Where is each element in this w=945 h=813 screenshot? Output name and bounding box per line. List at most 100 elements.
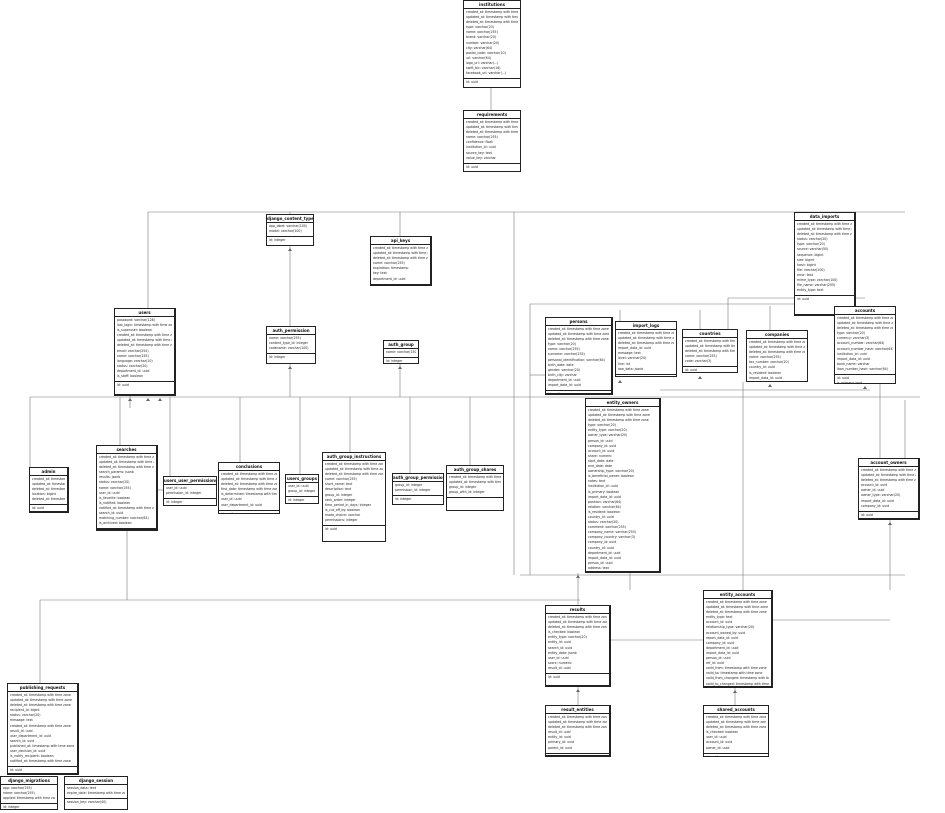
field-row: city: varchar(64) bbox=[466, 45, 493, 50]
field-row: message: text bbox=[10, 718, 33, 723]
field-row: import_data_id: uuid bbox=[548, 383, 581, 388]
field-row: deleted_at: timestamp with time zone bbox=[99, 465, 154, 470]
field-row: search_id: uuid bbox=[10, 738, 35, 743]
field-row: matching_number: varchar(64) bbox=[99, 516, 149, 521]
field-row: country_id: uuid bbox=[749, 365, 775, 370]
field-row: swift_bic: varchar(16) bbox=[466, 66, 501, 71]
field-row: deleted_at: timestamp with time zone bbox=[618, 341, 674, 346]
pk-row: id: uuid bbox=[861, 512, 873, 517]
field-row: status: varchar(20) bbox=[588, 520, 619, 525]
field-row: company_id: uuid bbox=[706, 640, 735, 645]
field-row: deleted_at: timestamp with time zone bbox=[797, 232, 852, 237]
field-row: is_resident: boolean bbox=[588, 509, 620, 514]
pk-row: id: uuid bbox=[221, 511, 233, 514]
field-row: account_owned_by: uuid bbox=[706, 630, 746, 635]
field-row: institution_id: uuid bbox=[466, 145, 496, 150]
field-row: deleted_at: timestamp with time zone bbox=[10, 703, 71, 708]
field-row: relation: varchar(64) bbox=[588, 504, 621, 509]
field-row: account_number: varchar(64) bbox=[837, 341, 885, 346]
pk-row: id: uuid bbox=[117, 383, 129, 388]
field-row: search_id: uuid bbox=[99, 511, 124, 516]
field-row: is_archived: boolean bbox=[99, 521, 132, 526]
entity-primary-key: id: uuid bbox=[97, 529, 156, 531]
pk-row: id: integer bbox=[269, 238, 286, 243]
entity-primary-key: id: uuid bbox=[115, 382, 174, 389]
field-row: person_id: uuid bbox=[588, 438, 613, 443]
field-row: facebook_url: varchar(...) bbox=[466, 71, 507, 76]
relation-arrowhead bbox=[288, 248, 292, 251]
field-row: created_at: timestamp with time zone bbox=[685, 339, 735, 343]
field-row: department_id: uuid bbox=[373, 276, 406, 281]
field-row: entity_type: text bbox=[797, 288, 824, 293]
entity-primary-key: id: uuid bbox=[323, 526, 385, 533]
entity-fields: name: varchar(255)content_type_id: integ… bbox=[267, 335, 315, 355]
entity-fields: created_at: timestamp with time zoneupda… bbox=[683, 338, 737, 368]
field-row: bank_name: varchar bbox=[837, 361, 870, 366]
field-row: deleted_at: timestamp with time zone bbox=[32, 487, 65, 492]
field-row: personal_identification: varchar(64) bbox=[548, 357, 605, 362]
field-row: updated_at: timestamp with time zone bbox=[325, 467, 383, 472]
field-row: import_data_id: uuid bbox=[618, 346, 651, 351]
field-row: file_name: varchar(255) bbox=[797, 283, 836, 288]
field-row: recipient_id: bigint bbox=[10, 708, 40, 713]
field-row: created_at: timestamp with time zone bbox=[706, 600, 767, 604]
entity-title: django_migrations bbox=[1, 777, 57, 785]
field-row: email: varchar(254) bbox=[117, 348, 149, 353]
entity-primary-key: id: integer bbox=[286, 497, 318, 503]
pk-row: id: uuid bbox=[837, 376, 849, 381]
entity-title: import_logs bbox=[616, 322, 676, 330]
field-row: type: varchar(20) bbox=[466, 25, 494, 30]
field-row: content_type_id: integer bbox=[269, 341, 308, 346]
field-row: app: varchar(255) bbox=[3, 786, 32, 790]
field-row: deleted_at: timestamp with time zone bbox=[32, 497, 65, 502]
field-row: user_decision_id: uuid bbox=[10, 749, 46, 754]
field-row: deleted_at: timestamp with time zone bbox=[749, 350, 805, 355]
field-row: number: varchar(20) bbox=[466, 40, 500, 45]
field-row: is_staff: boolean bbox=[117, 374, 144, 379]
field-row: created_at: timestamp with time zone bbox=[10, 723, 71, 728]
field-row: deleted_at: timestamp with time zone bbox=[588, 418, 649, 423]
field-row: key: text bbox=[373, 271, 387, 276]
entity-primary-key: id: uuid bbox=[546, 754, 609, 756]
entity-title: shared_accounts bbox=[704, 706, 768, 714]
field-row: department_id: uuid bbox=[588, 550, 621, 555]
field-row: name: varchar(255) bbox=[269, 336, 301, 340]
field-row: person_id: uuid bbox=[588, 560, 613, 565]
field-row: updated_at: timestamp with time zone bbox=[618, 336, 674, 341]
